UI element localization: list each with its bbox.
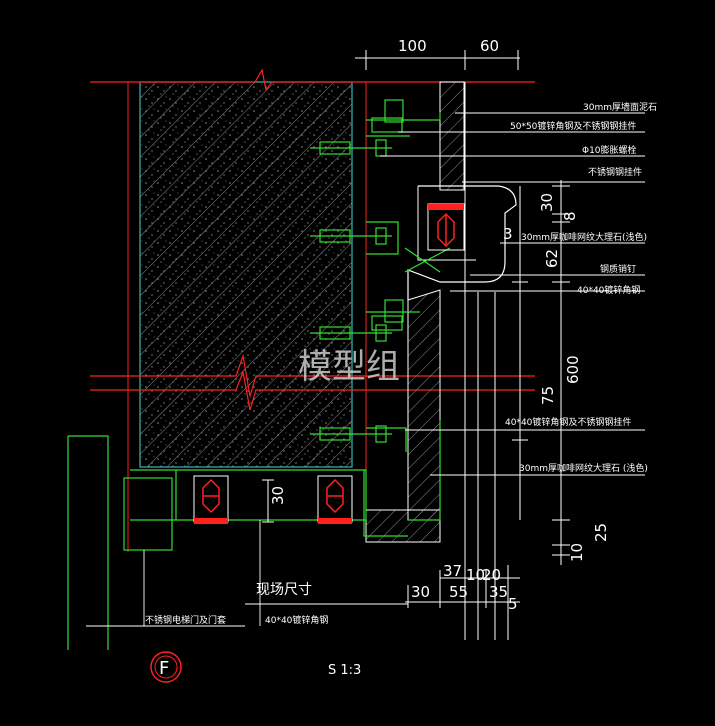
bottom-dim-55: 55 <box>449 583 468 601</box>
clip-bottom-right <box>317 475 353 524</box>
dim-10: 10 <box>568 543 586 562</box>
ann-marble-2: 30mm厚咖啡网纹大理石 (浅色) <box>519 462 648 474</box>
dim-30-inner: 30 <box>269 486 287 505</box>
dim-75: 75 <box>539 386 557 405</box>
steel-angles <box>123 112 451 551</box>
bracket-top <box>371 99 404 133</box>
label-angle-steel: 40*40镀锌角钢 <box>265 614 328 626</box>
label-site-size: 现场尺寸 <box>256 582 312 598</box>
bottom-leaders <box>86 520 408 627</box>
ann-angle-40-clip: 40*40镀锌角钢及不锈钢钢挂件 <box>505 416 631 428</box>
bottom-dim-37: 37 <box>443 562 462 580</box>
ann-angle-50: 50*50镀锌角钢及不锈钢钢挂件 <box>510 120 636 132</box>
top-dim-100: 100 <box>398 37 427 55</box>
section-mark: F <box>150 651 182 683</box>
dim-600: 600 <box>564 355 582 384</box>
concrete-wall <box>127 81 367 552</box>
clip-bottom-left <box>193 475 229 524</box>
dim-30: 30 <box>538 193 556 212</box>
bottom-dim-30: 30 <box>411 583 430 601</box>
ann-pin: 钢质销钉 <box>600 263 636 275</box>
top-dim-60: 60 <box>480 37 499 55</box>
bottom-dim-20: 20 <box>482 566 501 584</box>
bolt-2 <box>310 227 392 245</box>
inner-dim-line <box>262 479 274 523</box>
bolt-3 <box>310 324 392 342</box>
ann-bolt: Φ10膨胀螺栓 <box>582 144 637 156</box>
bottom-dim-35: 35 <box>489 583 508 601</box>
expansion-bolts <box>310 99 404 443</box>
dim-25: 25 <box>592 523 610 542</box>
leader-lines <box>380 112 645 476</box>
bottom-dim-5: 5 <box>508 595 518 613</box>
dim-3: 3 <box>503 225 513 243</box>
marble-cornice <box>407 185 517 300</box>
wall-stone-lower <box>365 289 441 543</box>
clip-cornice <box>427 203 465 251</box>
dim-62: 62 <box>543 249 561 268</box>
top-dimension <box>355 50 520 70</box>
ann-angle-40: 40*40镀锌角钢 <box>577 284 640 296</box>
break-lines <box>90 68 535 411</box>
scale-label: S 1:3 <box>328 663 361 678</box>
wall-stone-upper <box>439 81 465 191</box>
label-door-frame: 不锈钢电梯门及门套 <box>145 614 226 626</box>
bottom-dimensions <box>405 570 520 608</box>
ann-marble-1: 30mm厚咖啡网纹大理石(浅色) <box>521 231 647 243</box>
ann-clip: 不锈钢钢挂件 <box>588 166 642 178</box>
section-mark-letter: F <box>159 658 169 679</box>
bracket-mid <box>371 299 404 331</box>
bottom-dim-10: 10 <box>466 566 485 584</box>
right-dimensions <box>464 82 570 640</box>
watermark: 模型组 <box>298 347 400 387</box>
bolt-4 <box>310 425 392 443</box>
door-frame <box>67 435 109 650</box>
dim-8: 8 <box>561 211 579 221</box>
stainless-clips <box>193 203 465 524</box>
ann-wall-stone: 30mm厚墙面泥石 <box>583 101 657 113</box>
